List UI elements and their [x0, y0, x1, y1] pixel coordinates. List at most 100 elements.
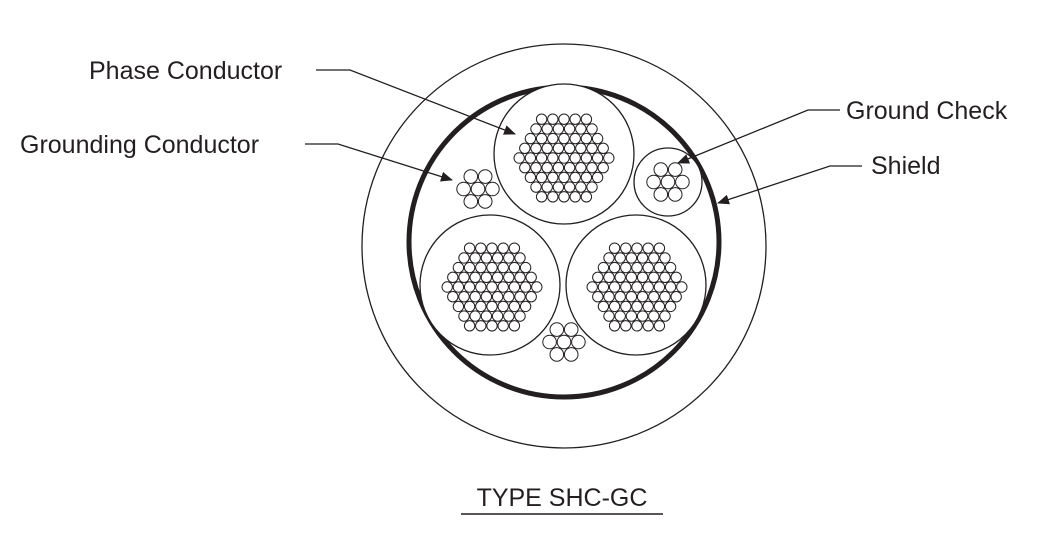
wire-strand [497, 242, 509, 254]
wire-strand [485, 181, 500, 197]
wire-strand [552, 123, 565, 135]
wire-strand [571, 334, 586, 350]
shield-leader [717, 165, 862, 205]
wire-strand [542, 334, 557, 350]
wire-strand [631, 261, 643, 274]
wire-strand [514, 310, 526, 322]
wire-strand [514, 252, 526, 264]
wire-strand [614, 310, 626, 322]
ground-check-strands [646, 162, 690, 202]
wire-strand [463, 194, 479, 209]
wire-strand [530, 123, 542, 135]
wire-strand [653, 320, 666, 332]
wire-strand [620, 261, 632, 274]
wire-strand [608, 261, 621, 274]
phase-conductor-strands-top [513, 113, 615, 203]
wire-strand [608, 320, 621, 332]
wire-strand [458, 271, 470, 283]
wire-strand [563, 123, 576, 135]
wire-strand [556, 334, 572, 350]
wire-strand [491, 310, 504, 322]
wire-strand [620, 320, 632, 332]
wire-strand [580, 191, 593, 203]
wire-strand [642, 300, 654, 313]
wire-strand [452, 300, 465, 313]
wire-strand [636, 252, 649, 264]
wire-strand [486, 281, 498, 293]
wire-strand [614, 291, 626, 303]
grounding-conductor-label: Grounding Conductor [20, 131, 259, 159]
wire-strand [530, 142, 542, 155]
wire-strand [670, 271, 682, 283]
wire-strand [603, 310, 615, 322]
wire-strand [463, 320, 476, 332]
wire-strand [480, 310, 493, 322]
wire-strand [497, 261, 509, 274]
wire-strand [667, 187, 683, 202]
wire-strand [597, 261, 610, 274]
wire-strand [503, 271, 515, 283]
wire-strand [597, 162, 609, 174]
wire-strand [480, 291, 493, 303]
wire-strand [563, 322, 579, 337]
wire-strand [653, 162, 669, 177]
wire-strand [625, 310, 638, 322]
wire-strand [530, 181, 542, 193]
wire-strand [456, 181, 471, 197]
wire-strand [497, 300, 509, 313]
wire-strand [664, 261, 677, 274]
wire-strand [631, 242, 643, 254]
wire-strand [614, 271, 626, 283]
wire-strand [664, 281, 677, 293]
wire-strand [519, 162, 531, 174]
wire-strand [508, 300, 521, 313]
wire-strand [653, 261, 666, 274]
wire-strand [659, 310, 671, 322]
wire-strand [667, 162, 683, 177]
wire-strand [558, 113, 570, 125]
wire-strand [642, 281, 654, 293]
wire-strand [486, 242, 498, 254]
wire-strand [648, 271, 660, 283]
wire-strand [552, 181, 565, 193]
wire-strand [586, 281, 598, 293]
wire-strand [631, 320, 643, 332]
wire-strand [659, 271, 671, 283]
wire-strand [491, 252, 504, 264]
phase-conductor-label: Phase Conductor [89, 57, 282, 85]
wire-strand [486, 261, 498, 274]
wire-strand [513, 152, 525, 164]
wire-strand [552, 142, 565, 155]
phase-conductor-strands-left [441, 242, 543, 332]
wire-strand [552, 162, 565, 174]
wire-strand [469, 252, 481, 264]
wire-strand [625, 291, 638, 303]
wire-strand [675, 174, 690, 190]
wire-strand [558, 152, 570, 164]
wire-strand [670, 291, 682, 303]
wire-strand [508, 320, 521, 332]
wire-strand [547, 152, 559, 164]
wire-strand [541, 162, 553, 174]
wire-strand [563, 347, 579, 362]
wire-strand [535, 113, 548, 125]
wire-strand [608, 300, 621, 313]
wire-strand [586, 123, 598, 135]
wire-strand [480, 271, 493, 283]
wire-strand [597, 300, 610, 313]
wire-strand [580, 113, 593, 125]
wire-strand [525, 271, 537, 283]
wire-strand [508, 242, 521, 254]
wire-strand [591, 171, 604, 184]
wire-strand [642, 261, 654, 274]
wire-strand [569, 152, 581, 164]
wire-strand [475, 261, 487, 274]
wire-strand [541, 181, 553, 193]
wire-strand [477, 194, 493, 209]
wire-strand [664, 300, 677, 313]
wire-strand [497, 281, 509, 293]
grounding-conductor-strands-bottom [542, 322, 586, 362]
wire-strand [620, 242, 632, 254]
wire-strand [463, 242, 476, 254]
